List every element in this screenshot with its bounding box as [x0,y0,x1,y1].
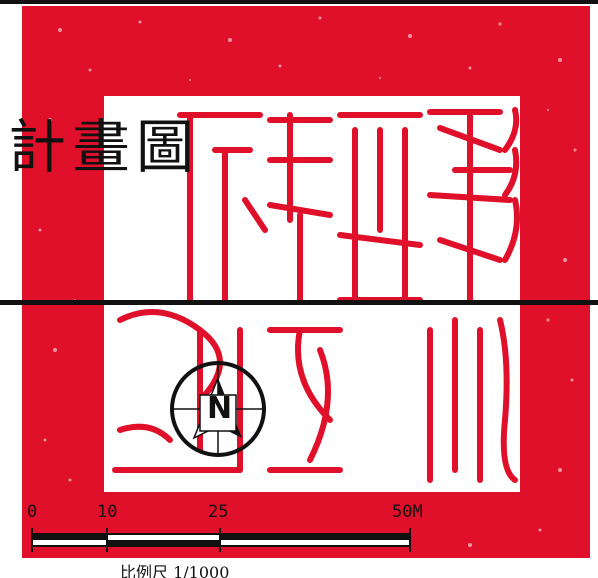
map-boundary-line [0,300,598,305]
scale-bar [31,528,411,552]
scale-tick-label: 10 [97,502,118,522]
scale-tick-label: 0 [27,502,38,522]
scale-tick-label: 25 [208,502,229,522]
top-border-line [0,0,598,4]
plan-title: 計畫圖 [8,113,201,181]
seal-texture [38,16,577,547]
scale-ratio-text: 比例尺 1/1000 [120,563,230,578]
north-arrow-label: N [207,391,233,426]
scale-tick-label: 50M [392,502,423,522]
north-arrow-icon [170,361,266,457]
